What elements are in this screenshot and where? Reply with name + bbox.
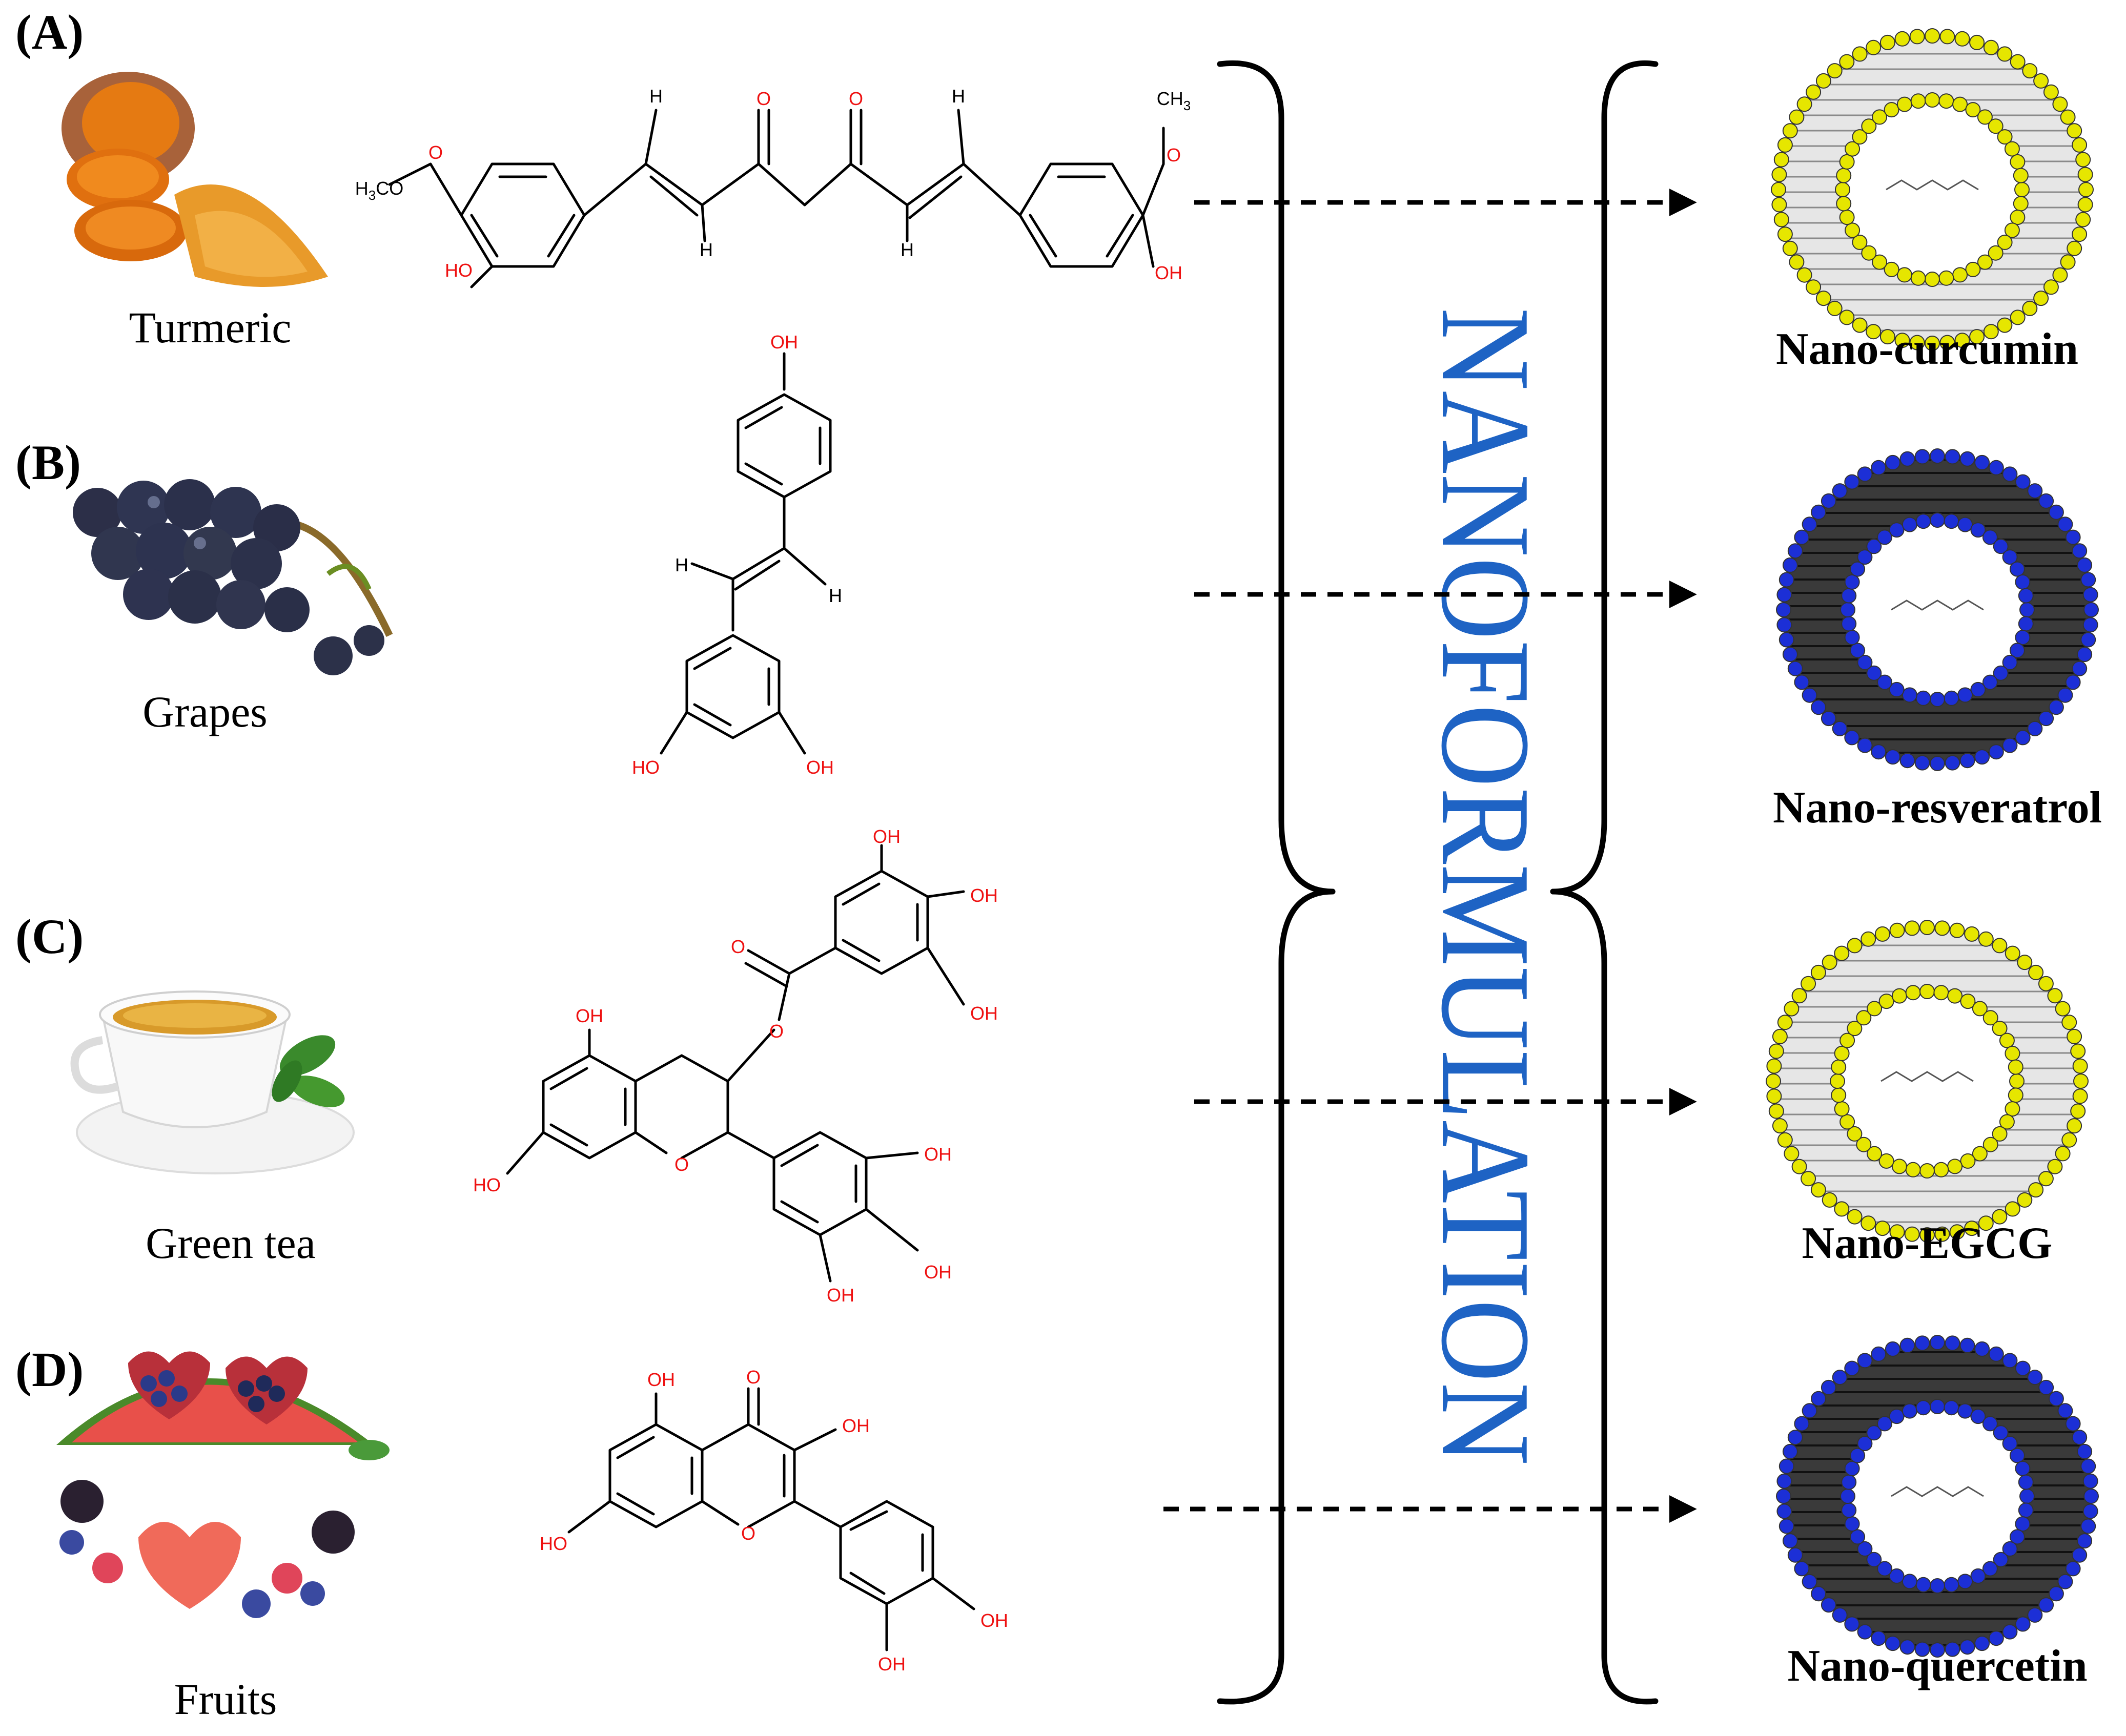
atom-label: H3CO — [355, 178, 403, 203]
atom-label: OH — [1155, 262, 1182, 283]
atom-label: O — [741, 1523, 755, 1544]
curcumin-structure: H3CO O HO H H O O H H CH3 O OH — [355, 86, 1191, 288]
atom-label: H — [700, 239, 713, 260]
nanoparticle-egcg — [1766, 920, 2089, 1243]
atom-label: HO — [473, 1174, 501, 1195]
nano-label-resveratrol: Nano-resveratrol — [1773, 783, 2102, 833]
egcg-structure: OH OH OH O O OH HO O OH OH OH — [473, 826, 998, 1306]
nano-label-quercetin: Nano-quercetin — [1787, 1641, 2087, 1691]
atom-label: O — [1167, 144, 1181, 166]
left-bracket — [1217, 60, 1336, 1705]
panel-label-c: (C) — [15, 909, 84, 964]
atom-label: O — [674, 1154, 689, 1175]
atom-label: O — [428, 142, 443, 163]
atom-label: H — [649, 86, 663, 107]
nanoparticle-resveratrol — [1776, 448, 2099, 771]
nano-label-egcg: Nano-EGCG — [1802, 1218, 2053, 1268]
quercetin-structure: OH O OH HO O OH OH — [540, 1367, 1008, 1675]
source-label-green-tea: Green tea — [146, 1218, 316, 1268]
atom-label: O — [746, 1367, 761, 1388]
nanoparticle-quercetin — [1776, 1335, 2099, 1658]
atom-label: OH — [770, 332, 798, 353]
nanoformulation-label: NANOFORMULATION — [1415, 307, 1557, 1465]
fruits-image — [56, 1351, 390, 1618]
atom-label: HO — [445, 260, 473, 281]
atom-label: O — [757, 88, 771, 109]
atom-label: OH — [873, 826, 901, 847]
panel-label-a: (A) — [15, 5, 84, 59]
turmeric-image — [62, 72, 328, 287]
atom-label: OH — [878, 1654, 906, 1675]
nano-label-curcumin: Nano-curcumin — [1776, 324, 2078, 374]
atom-label: H — [829, 585, 842, 606]
source-label-fruits: Fruits — [174, 1675, 277, 1724]
atom-label: O — [731, 936, 745, 957]
right-bracket — [1550, 60, 1659, 1705]
atom-label: OH — [842, 1415, 870, 1436]
atom-label: OH — [647, 1369, 675, 1390]
atom-label: O — [769, 1021, 784, 1042]
atom-label: CH3 — [1157, 88, 1191, 113]
atom-label: OH — [970, 1003, 998, 1024]
green-tea-image — [70, 990, 355, 1174]
atom-label: OH — [576, 1005, 603, 1026]
atom-label: H — [952, 86, 965, 107]
nanoparticles — [1766, 28, 2099, 1658]
atom-label: OH — [970, 885, 998, 906]
atom-label: OH — [924, 1262, 952, 1283]
panel-label-b: (B) — [15, 435, 81, 490]
panel-label-d: (D) — [15, 1342, 84, 1397]
grapes-image — [73, 479, 393, 675]
atom-label: OH — [924, 1144, 952, 1165]
atom-label: OH — [980, 1610, 1008, 1631]
atom-label: H — [675, 554, 688, 575]
atom-label: HO — [540, 1533, 567, 1554]
source-label-turmeric: Turmeric — [129, 303, 292, 352]
atom-label: HO — [632, 757, 660, 778]
atom-label: H — [901, 239, 914, 260]
nanoparticle-curcumin — [1771, 28, 2094, 351]
source-label-grapes: Grapes — [142, 687, 268, 736]
atom-label: OH — [806, 757, 834, 778]
atom-label: OH — [827, 1285, 854, 1306]
atom-label: O — [849, 88, 863, 109]
resveratrol-structure: OH H H HO OH — [632, 332, 842, 778]
